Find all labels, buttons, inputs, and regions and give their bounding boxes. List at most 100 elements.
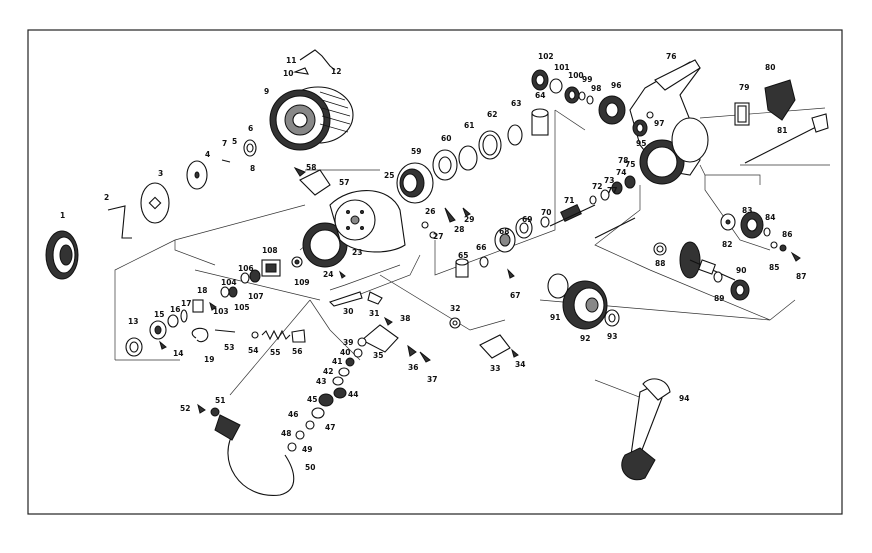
part-label-61: 61 xyxy=(464,121,474,130)
part-45-roller xyxy=(318,393,334,407)
part-label-41: 41 xyxy=(332,357,342,366)
part-16-collar xyxy=(167,314,179,328)
part-label-92: 92 xyxy=(580,334,590,343)
part-51-washer xyxy=(210,407,220,417)
part-11-bail-spring xyxy=(299,49,336,71)
part-73-washer xyxy=(600,189,610,201)
part-label-17: 17 xyxy=(181,299,191,308)
part-label-108: 108 xyxy=(262,246,278,255)
part-label-83: 83 xyxy=(742,206,752,215)
part-96-rotor-cap xyxy=(598,95,626,125)
part-label-89: 89 xyxy=(714,294,724,303)
part-label-68: 68 xyxy=(499,227,509,236)
part-13-washer xyxy=(125,337,143,357)
part-label-56: 56 xyxy=(292,347,302,356)
part-label-85: 85 xyxy=(769,263,779,272)
part-61-seal xyxy=(458,145,478,171)
part-label-36: 36 xyxy=(408,363,418,372)
part-59-rotor-ring xyxy=(396,162,434,204)
part-label-38: 38 xyxy=(400,314,410,323)
part-65-bushing xyxy=(455,258,469,278)
part-86-screw xyxy=(779,244,787,252)
part-label-67: 67 xyxy=(510,291,520,300)
part-label-51: 51 xyxy=(215,396,225,405)
part-42-washer xyxy=(338,367,350,377)
part-label-3: 3 xyxy=(158,169,163,178)
part-37-screw xyxy=(419,351,431,363)
part-label-49: 49 xyxy=(302,445,312,454)
part-label-35: 35 xyxy=(373,351,383,360)
part-33-bail-arm xyxy=(479,334,511,359)
part-80-side-cover xyxy=(764,79,796,121)
part-106-washer xyxy=(240,272,250,284)
part-label-98: 98 xyxy=(591,84,601,93)
part-label-82: 82 xyxy=(722,240,732,249)
part-75-bearing xyxy=(624,175,636,189)
part-57-bracket xyxy=(299,169,331,196)
part-label-90: 90 xyxy=(736,266,746,275)
part-94-handle xyxy=(621,378,671,481)
part-label-109: 109 xyxy=(294,278,310,287)
part-label-74: 74 xyxy=(616,168,626,177)
part-76-body xyxy=(629,59,709,185)
part-label-104: 104 xyxy=(221,278,237,287)
part-64-collar xyxy=(531,108,549,136)
part-50-bail-wire xyxy=(227,429,295,496)
part-43-washer xyxy=(332,376,344,386)
part-90-bearing xyxy=(730,279,750,301)
part-3-washer xyxy=(140,182,170,224)
part-72-washer xyxy=(589,195,597,205)
part-55-spring xyxy=(261,329,291,341)
part-14-screw xyxy=(159,340,167,350)
part-83-gear xyxy=(740,211,764,239)
part-106-collar xyxy=(249,269,261,283)
part-41-collar xyxy=(345,357,355,367)
part-label-78: 78 xyxy=(618,156,628,165)
part-label-25: 25 xyxy=(384,171,394,180)
part-17-washer xyxy=(180,309,188,323)
part-label-5: 5 xyxy=(232,137,237,146)
part-93-washer xyxy=(604,309,620,327)
part-label-31: 31 xyxy=(369,309,379,318)
part-85-washer xyxy=(770,241,778,249)
part-67-screw xyxy=(507,268,515,279)
part-label-66: 66 xyxy=(476,243,486,252)
part-31-latch xyxy=(367,291,383,305)
part-label-1: 1 xyxy=(60,211,65,220)
part-38-screw xyxy=(383,316,393,326)
part-label-14: 14 xyxy=(173,349,183,358)
part-109-washer xyxy=(291,256,303,268)
part-29-screw xyxy=(462,207,471,217)
part-87-screw xyxy=(790,251,801,262)
part-label-48: 48 xyxy=(281,429,291,438)
part-27-washer xyxy=(429,231,437,239)
part-label-53: 53 xyxy=(224,343,234,352)
part-label-62: 62 xyxy=(487,110,497,119)
part-label-75: 75 xyxy=(625,160,635,169)
part-label-73: 73 xyxy=(604,176,614,185)
part-label-86: 86 xyxy=(782,230,792,239)
part-103-screw xyxy=(209,301,217,311)
part-label-76: 76 xyxy=(666,52,676,61)
part-label-91: 91 xyxy=(550,313,560,322)
part-label-100: 100 xyxy=(568,71,584,80)
part-label-106: 106 xyxy=(238,264,254,273)
part-36-collar xyxy=(407,344,417,357)
part-77-shaft xyxy=(594,217,636,239)
part-81-oscillating-shaft xyxy=(744,113,829,164)
part-88-bushing xyxy=(653,242,667,256)
part-label-16: 16 xyxy=(170,305,180,314)
part-69-collar xyxy=(515,217,533,239)
part-label-55: 55 xyxy=(270,348,280,357)
part-label-69: 69 xyxy=(522,215,532,224)
part-label-80: 80 xyxy=(765,63,775,72)
part-58-screw xyxy=(293,166,306,177)
part-label-37: 37 xyxy=(427,375,437,384)
part-label-101: 101 xyxy=(554,63,570,72)
part-label-11: 11 xyxy=(286,56,296,65)
part-34-screw xyxy=(511,348,519,358)
part-48-washer xyxy=(295,430,305,440)
part-99-washer xyxy=(578,91,586,101)
